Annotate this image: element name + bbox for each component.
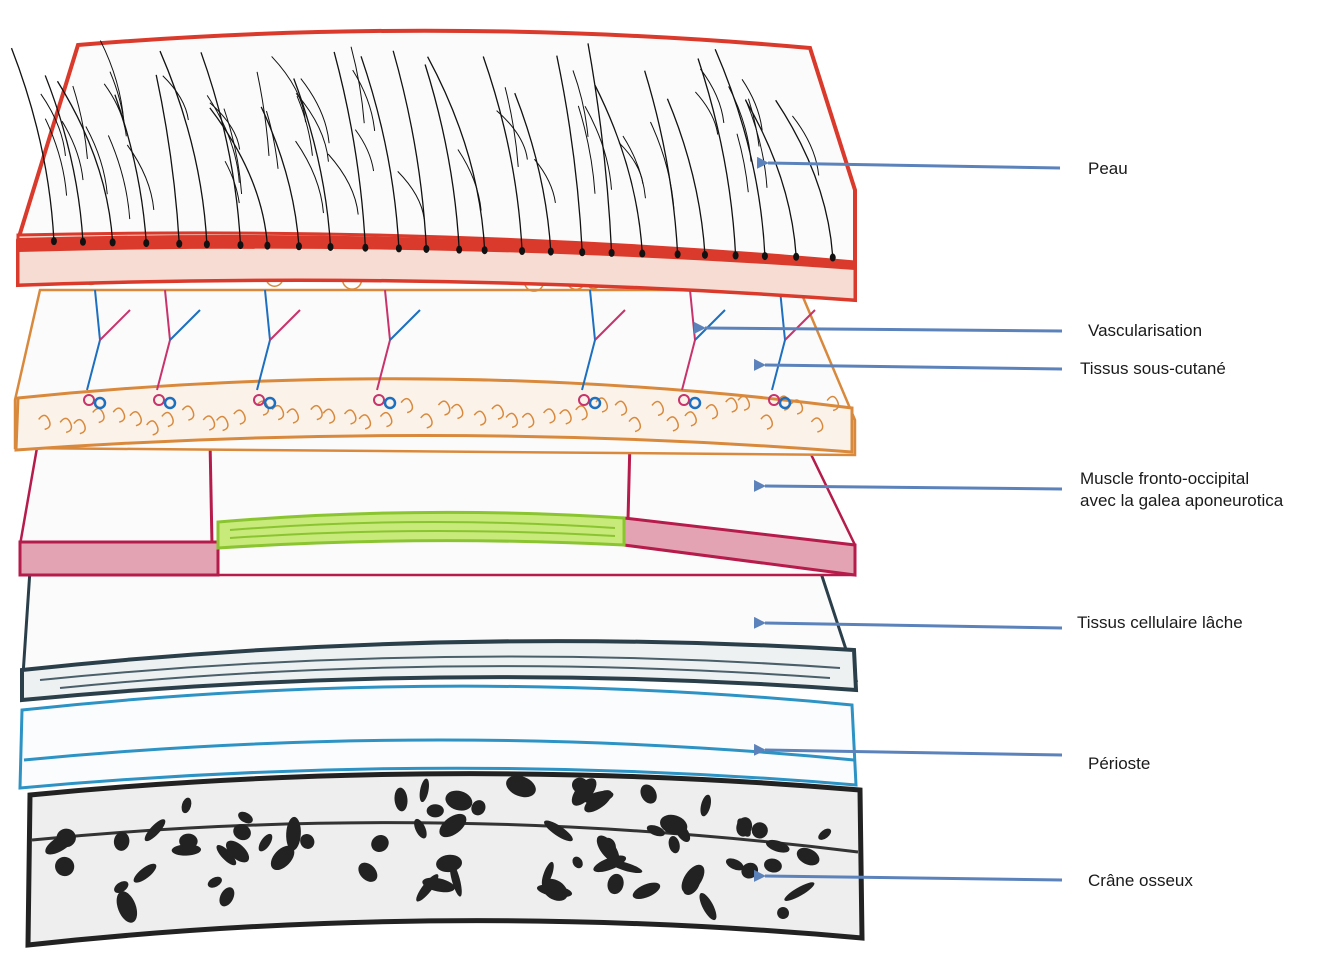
hair-follicle	[548, 248, 554, 256]
skin-layer	[11, 31, 855, 300]
loose-tissue-layer	[22, 570, 856, 700]
label-vascularisation: Vascularisation	[1088, 320, 1202, 342]
hair-follicle	[362, 244, 368, 252]
hair-follicle	[176, 240, 182, 248]
hair-follicle	[110, 238, 116, 246]
hair-follicle	[609, 249, 615, 257]
muscle-galea-layer	[20, 440, 855, 575]
label-muscle: Muscle fronto-occipital avec la galea ap…	[1080, 468, 1283, 512]
hair-follicle	[830, 254, 836, 262]
label-muscle-line2: avec la galea aponeurotica	[1080, 490, 1283, 512]
label-tissus-cellulaire: Tissus cellulaire lâche	[1077, 612, 1243, 634]
label-muscle-line1: Muscle fronto-occipital	[1080, 468, 1283, 490]
hair-follicle	[328, 243, 334, 251]
hair-follicle	[204, 240, 210, 248]
hair-follicle	[675, 250, 681, 258]
hair-follicle	[51, 237, 57, 245]
hair-follicle	[423, 245, 429, 253]
label-perioste: Périoste	[1088, 753, 1150, 775]
hair-follicle	[296, 242, 302, 250]
hair-follicle	[793, 253, 799, 261]
label-peau: Peau	[1088, 158, 1128, 180]
hair-follicle	[702, 251, 708, 259]
label-tissus-sous-cutane: Tissus sous-cutané	[1080, 358, 1226, 380]
hair-follicle	[80, 238, 86, 246]
hair-follicle	[396, 244, 402, 252]
hair-follicle	[519, 247, 525, 255]
hair-follicle	[639, 250, 645, 258]
hair-follicle	[237, 241, 243, 249]
hair-follicle	[733, 251, 739, 259]
hair-follicle	[762, 252, 768, 260]
hair-follicle	[143, 239, 149, 247]
hair-follicle	[456, 246, 462, 254]
label-crane: Crâne osseux	[1088, 870, 1193, 892]
hair-follicle	[482, 246, 488, 254]
hair-follicle	[264, 242, 270, 250]
skull-layer	[28, 772, 862, 945]
hair-follicle	[579, 248, 585, 256]
